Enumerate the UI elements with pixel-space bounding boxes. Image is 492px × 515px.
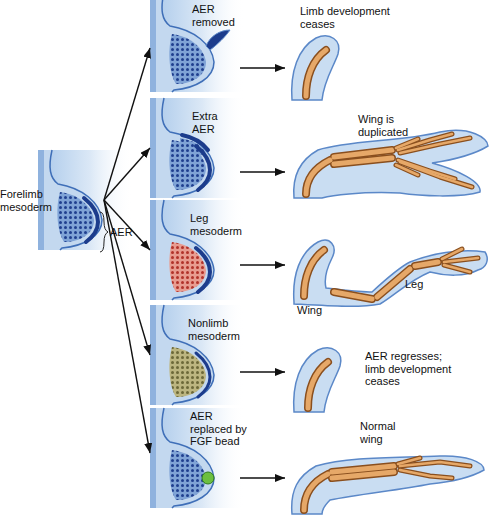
result-panel: Normal wing bbox=[285, 408, 490, 512]
panel-label: Extra AER bbox=[192, 110, 228, 135]
stunted-limb bbox=[292, 36, 339, 100]
experiment-panel: AER removed bbox=[150, 0, 240, 95]
panel-label: AER regresses; limb development ceases bbox=[365, 350, 460, 388]
result-panel: Limb development ceases bbox=[285, 0, 490, 95]
arrow-connector bbox=[240, 171, 285, 172]
arrow-connector bbox=[104, 200, 150, 453]
part-label: AER bbox=[110, 226, 133, 239]
panel-label: AER replaced by FGF bead bbox=[190, 410, 252, 448]
panel-label: Leg bbox=[405, 278, 445, 291]
aer-removed-bud bbox=[150, 0, 245, 92]
arrow-connector bbox=[104, 48, 150, 200]
duplicated-wing bbox=[294, 130, 488, 198]
panel-label: Forelimb mesoderm bbox=[0, 188, 52, 213]
normal-wing bbox=[292, 456, 484, 514]
experiment-panel: Extra AER bbox=[150, 98, 240, 198]
arrow-connector bbox=[240, 264, 285, 265]
panel-label: Wing is duplicated bbox=[358, 113, 420, 138]
panel-label: Wing bbox=[297, 304, 337, 317]
forelimb-bud bbox=[38, 150, 133, 250]
arrow-connector bbox=[240, 371, 285, 372]
arrow-connector bbox=[104, 200, 150, 355]
leg-mesoderm-bud bbox=[150, 200, 245, 300]
stunted-limb bbox=[294, 348, 341, 412]
panel-label: Nonlimb mesoderm bbox=[188, 317, 244, 342]
result-panel: Wing is duplicated bbox=[285, 98, 490, 198]
arrow-connector bbox=[240, 477, 285, 478]
panel-label: AER removed bbox=[192, 3, 240, 28]
result-panel: LegWing bbox=[285, 200, 490, 300]
experiment-panel: Nonlimb mesoderm bbox=[150, 305, 240, 405]
source-bud-panel: Forelimb mesoderm bbox=[0, 150, 104, 260]
nonlimb-mesoderm-bud bbox=[150, 305, 245, 405]
arrow-connector bbox=[240, 67, 285, 68]
removed-aer bbox=[206, 30, 230, 50]
experiment-panel: Leg mesoderm bbox=[150, 200, 240, 300]
panel-label: Normal wing bbox=[360, 420, 410, 445]
arrow-connector bbox=[104, 200, 150, 250]
experiment-panel: AER replaced by FGF bead bbox=[150, 408, 240, 512]
panel-label: Limb development ceases bbox=[300, 5, 410, 30]
wing-and-leg bbox=[294, 240, 488, 306]
arrow-connector bbox=[104, 148, 150, 200]
extra-aer-bud bbox=[150, 98, 245, 198]
result-panel: AER regresses; limb development ceases bbox=[285, 305, 490, 405]
aer-bracket bbox=[100, 212, 108, 252]
panel-label: Leg mesoderm bbox=[190, 212, 246, 237]
